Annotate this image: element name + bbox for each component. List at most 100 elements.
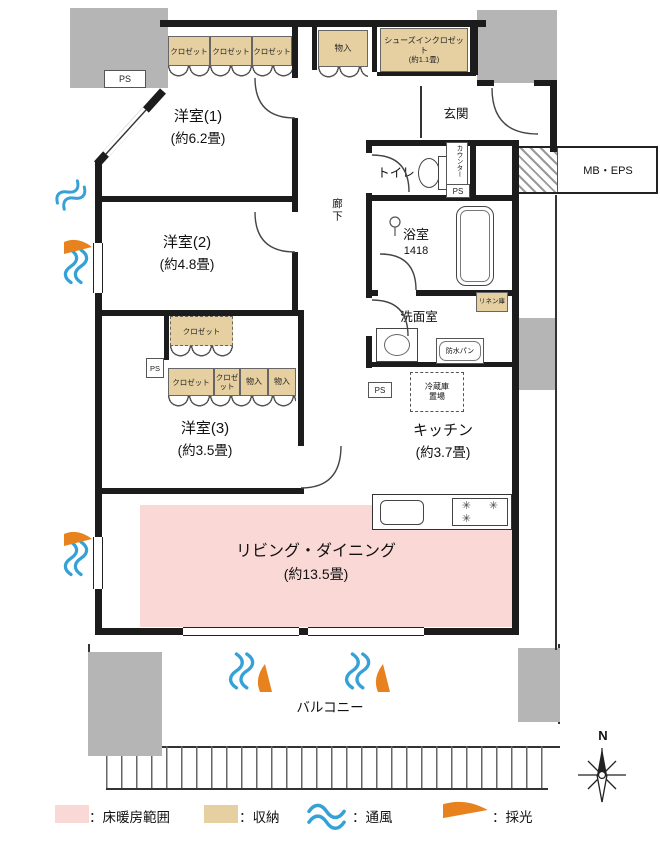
legend-daylight-icon [443, 801, 488, 819]
compass-icon [578, 748, 626, 803]
closet-1: クロゼット [168, 36, 210, 66]
legend-ventilation-label: ：通風 [352, 810, 393, 825]
room2-label: 洋室(2) (約4.8畳) [122, 232, 252, 275]
vanity-basin [384, 334, 410, 356]
wall-corridor-east [366, 140, 372, 368]
toilet-label: トイレ [377, 166, 415, 180]
room1-size: (約6.2畳) [170, 130, 226, 146]
closet-doors-mid [170, 346, 233, 359]
window-living-balcony-2 [308, 627, 424, 636]
fridge-space-label: 冷蔵庫置場 [425, 382, 449, 401]
daylight-icon [375, 664, 390, 692]
mb-eps-label: MB・EPS [583, 165, 633, 177]
room3-name: 洋室(3) [180, 420, 230, 437]
wall-right-upper [550, 80, 557, 152]
legend-ventilation-icon [307, 803, 346, 831]
window-room2 [93, 243, 103, 293]
storage-label: 物入 [274, 377, 290, 387]
property-line-right [555, 195, 557, 650]
ps-label: PS [118, 74, 131, 84]
bathroom-label: 浴室 1418 [384, 226, 448, 258]
legend-storage-swatch [204, 805, 238, 823]
wall-closet-divider-3 [470, 23, 478, 75]
wall-entrance-stub-left [477, 80, 494, 86]
kitchen-label: キッチン (約3.7畳) [388, 420, 498, 463]
wall-right [512, 140, 519, 635]
fridge-space: 冷蔵庫置場 [410, 372, 464, 412]
legend-floor-heating-label: ：床暖房範囲 [89, 810, 170, 825]
wall-room3-east [298, 310, 304, 494]
legend-floor-heating-swatch [55, 805, 89, 823]
bathroom-size: 1418 [403, 244, 429, 257]
wall-corridor-west [292, 23, 298, 313]
ps-box-kitchen: PS [368, 382, 392, 398]
waterproof-pan-label: 防水パン [445, 348, 475, 355]
washroom-label: 洗面室 [400, 310, 438, 324]
living-dining-size: (約13.5畳) [283, 566, 349, 582]
storage-b: 物入 [268, 368, 296, 396]
closet-3: クロゼット [252, 36, 292, 66]
wall-room3-bottom [95, 488, 304, 494]
daylight-icon [64, 531, 92, 546]
storage-top: 物入 [318, 30, 368, 67]
linen-storage: リネン庫 [476, 292, 508, 312]
living-dining-name: リビング・ダイニング [235, 543, 396, 560]
room3-door-arc [300, 445, 342, 489]
wall-bath-top [366, 195, 512, 201]
wall-bath-bottom [366, 290, 512, 296]
closet-label: クロゼット [170, 46, 208, 56]
ventilation-icon [63, 540, 89, 577]
room3-label: 洋室(3) (約3.5畳) [140, 418, 270, 461]
door-gap-room1 [292, 78, 298, 118]
closet-label: クロゼット [172, 377, 210, 387]
shoes-in-closet-size: (約1.1畳) [408, 55, 440, 65]
room2-door-arc [254, 211, 296, 253]
bathroom-name: 浴室 [402, 227, 429, 242]
door-gap-bath [378, 290, 416, 296]
room2-name: 洋室(2) [162, 234, 212, 251]
wall-room2-bottom [95, 310, 304, 316]
burner-icon: ✳ [488, 500, 499, 512]
door-gap-toilet [366, 153, 372, 193]
closet-label: クロゼット [212, 46, 250, 56]
ventilation-icon [228, 652, 255, 690]
door-gap-room2 [292, 212, 298, 252]
entrance-step-line [420, 86, 422, 138]
closet-mid: クロゼット [170, 316, 233, 346]
corridor-label: 廊下 [331, 198, 343, 223]
counter-label: カウンター [455, 145, 462, 178]
storage-label: 物入 [246, 377, 262, 387]
legend-daylight-label: ：採光 [492, 810, 533, 825]
living-dining-label: リビング・ダイニング (約13.5畳) [196, 540, 436, 585]
ps-box-closet: PS [146, 358, 164, 378]
entrance-door-arc [491, 87, 539, 135]
balcony-label: バルコニー [296, 700, 364, 715]
room2-size: (約4.8畳) [159, 256, 215, 272]
wall-bottom [95, 628, 519, 635]
shoes-in-closet: シューズインクロゼット (約1.1畳) [380, 28, 468, 72]
wall-closet-divider-2 [372, 23, 377, 72]
waterproof-pan-inner [439, 341, 481, 361]
counter-box: カウンター [446, 142, 468, 186]
mb-eps-shaft [514, 148, 558, 192]
closet-label: クロゼット [215, 373, 239, 391]
compass-north-label: N [598, 728, 608, 743]
storage-label: 物入 [334, 43, 352, 54]
ps-label: PS [374, 385, 386, 395]
wall-entrance-stub-right [534, 80, 557, 86]
ps-box-counter: PS [446, 184, 470, 198]
wall-counter-east [470, 140, 476, 196]
bathtub [456, 206, 494, 286]
wall-shoes-closet-bottom [377, 72, 476, 76]
bathtub-inner [460, 210, 490, 282]
storage-doors-top [318, 67, 368, 80]
door-gap-room3 [298, 446, 304, 488]
room1-label: 洋室(1) (約6.2畳) [133, 106, 263, 149]
wall-room1-room2 [95, 196, 298, 202]
kitchen-size: (約3.7畳) [415, 444, 471, 460]
burner-icon: ✳ [461, 513, 472, 525]
wall-top [160, 20, 486, 27]
kitchen-stove: ✳ ✳ ✳ [452, 498, 508, 526]
daylight-icon [64, 239, 92, 254]
vanity [376, 328, 418, 362]
